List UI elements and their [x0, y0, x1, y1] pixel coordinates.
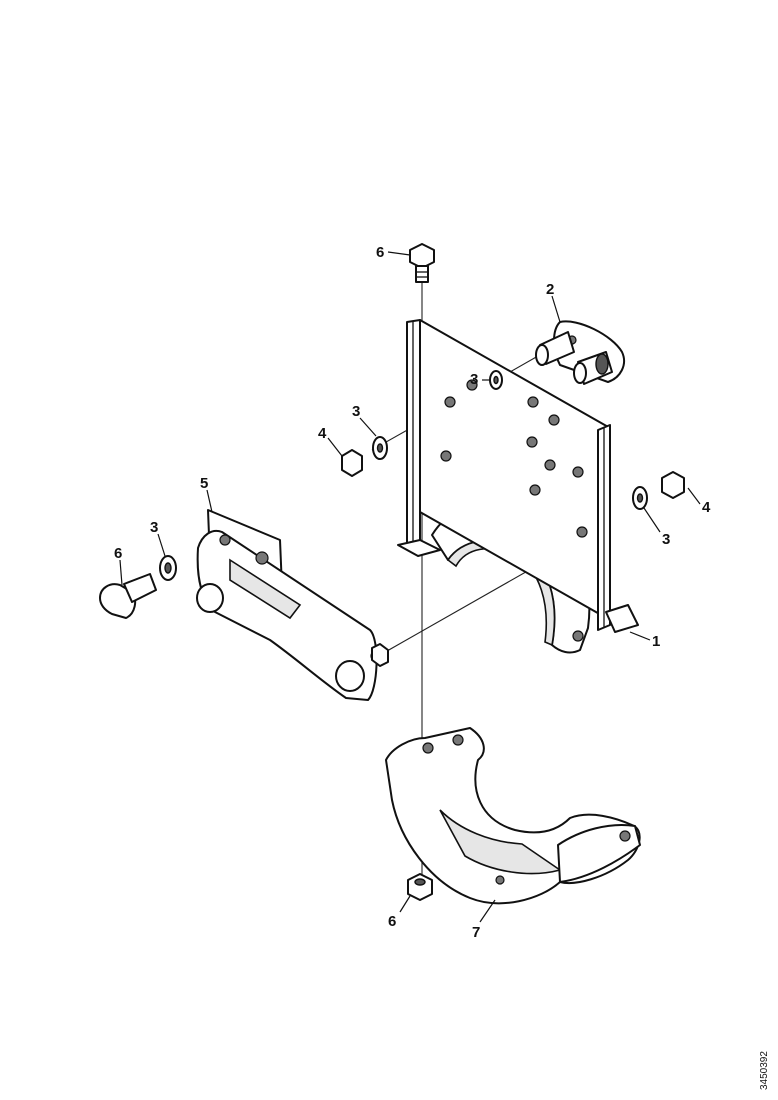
side-bracket-lower-boss: [196, 583, 224, 613]
callout-6-bottom: 6: [388, 913, 396, 930]
top-bolt-shank: [415, 265, 429, 283]
bracket-left-foot: [397, 539, 441, 557]
saddle-bracket-hole: [452, 734, 464, 746]
plate-hole: [572, 466, 584, 478]
left-washer: [159, 555, 177, 581]
upper-left-nut: [341, 449, 363, 477]
plate-hole: [444, 396, 456, 408]
side-bracket-hole: [219, 534, 231, 546]
top-bolt: [409, 243, 435, 283]
callout-6-top: 6: [376, 244, 384, 261]
right-washer: [632, 486, 648, 510]
saddle-bracket-hole: [619, 830, 631, 842]
bottom-nut-bore: [414, 878, 426, 886]
main-mounting-bracket: [397, 319, 639, 654]
callout-3-right: 3: [662, 531, 670, 548]
leader-1: [629, 631, 651, 641]
saddle-bracket-hole: [422, 742, 434, 754]
leader-4-right: [687, 487, 701, 505]
right-washer-bore: [636, 493, 644, 503]
side-bracket-hole: [255, 551, 269, 565]
leader-6-top: [387, 251, 411, 256]
callout-2: 2: [546, 281, 554, 298]
pin-bracket: [535, 320, 626, 385]
left-bolt: [99, 573, 157, 619]
upper-left-washer: [372, 436, 388, 460]
leader-3-left: [157, 533, 166, 557]
left-bolt-shank: [123, 573, 157, 603]
plate-hole: [572, 630, 584, 642]
leader-3-right: [643, 507, 661, 533]
leader-6-left: [119, 559, 123, 586]
leader-7: [479, 899, 496, 923]
right-nut-body: [661, 471, 685, 499]
plate-hole: [548, 414, 560, 426]
callout-3-left: 3: [150, 519, 158, 536]
bottom-nut: [407, 873, 433, 901]
callout-3-plate: 3: [470, 371, 478, 388]
callout-5: 5: [200, 475, 208, 492]
plate-hole: [526, 436, 538, 448]
callout-4-left: 4: [318, 425, 327, 442]
pin-upper-end: [535, 344, 549, 366]
plate-hole: [529, 484, 541, 496]
left-washer-bore: [164, 562, 172, 574]
leader-5: [206, 489, 213, 513]
figure-id: 3450392: [759, 1051, 770, 1090]
plate-washer-bore: [493, 375, 499, 385]
plate-hole: [576, 526, 588, 538]
leader-4-left: [327, 437, 343, 457]
side-bracket-web: [229, 558, 302, 620]
side-bracket: [196, 509, 382, 701]
plate-washer: [489, 370, 503, 390]
bracket-right-foot: [605, 604, 639, 633]
top-bolt-head: [409, 243, 435, 269]
lower-saddle-bracket: [385, 727, 641, 905]
callout-6-left: 6: [114, 545, 122, 562]
callout-4-right: 4: [702, 499, 711, 516]
plate-hole: [440, 450, 452, 462]
callout-1: 1: [652, 633, 660, 650]
leader-3-upper: [359, 417, 377, 437]
pin-lower-end: [573, 362, 587, 384]
left-bolt-head: [99, 583, 137, 619]
plate-hole: [544, 459, 556, 471]
upper-left-washer-bore: [376, 443, 384, 453]
pin-lower-collar: [595, 353, 609, 375]
right-nut: [661, 471, 685, 499]
side-bracket-end-nut: [371, 643, 389, 667]
leader-2: [551, 295, 561, 323]
plate-hole: [466, 379, 478, 391]
callout-7: 7: [472, 924, 480, 941]
upper-left-nut-body: [341, 449, 363, 477]
callout-3-upper: 3: [352, 403, 360, 420]
leader-6-bottom: [399, 895, 411, 913]
saddle-bracket-tab: [557, 824, 641, 883]
bottom-nut-body: [407, 873, 433, 901]
side-bracket-end-boss: [335, 660, 365, 692]
saddle-bracket-hole: [495, 875, 505, 885]
plate-hole: [527, 396, 539, 408]
